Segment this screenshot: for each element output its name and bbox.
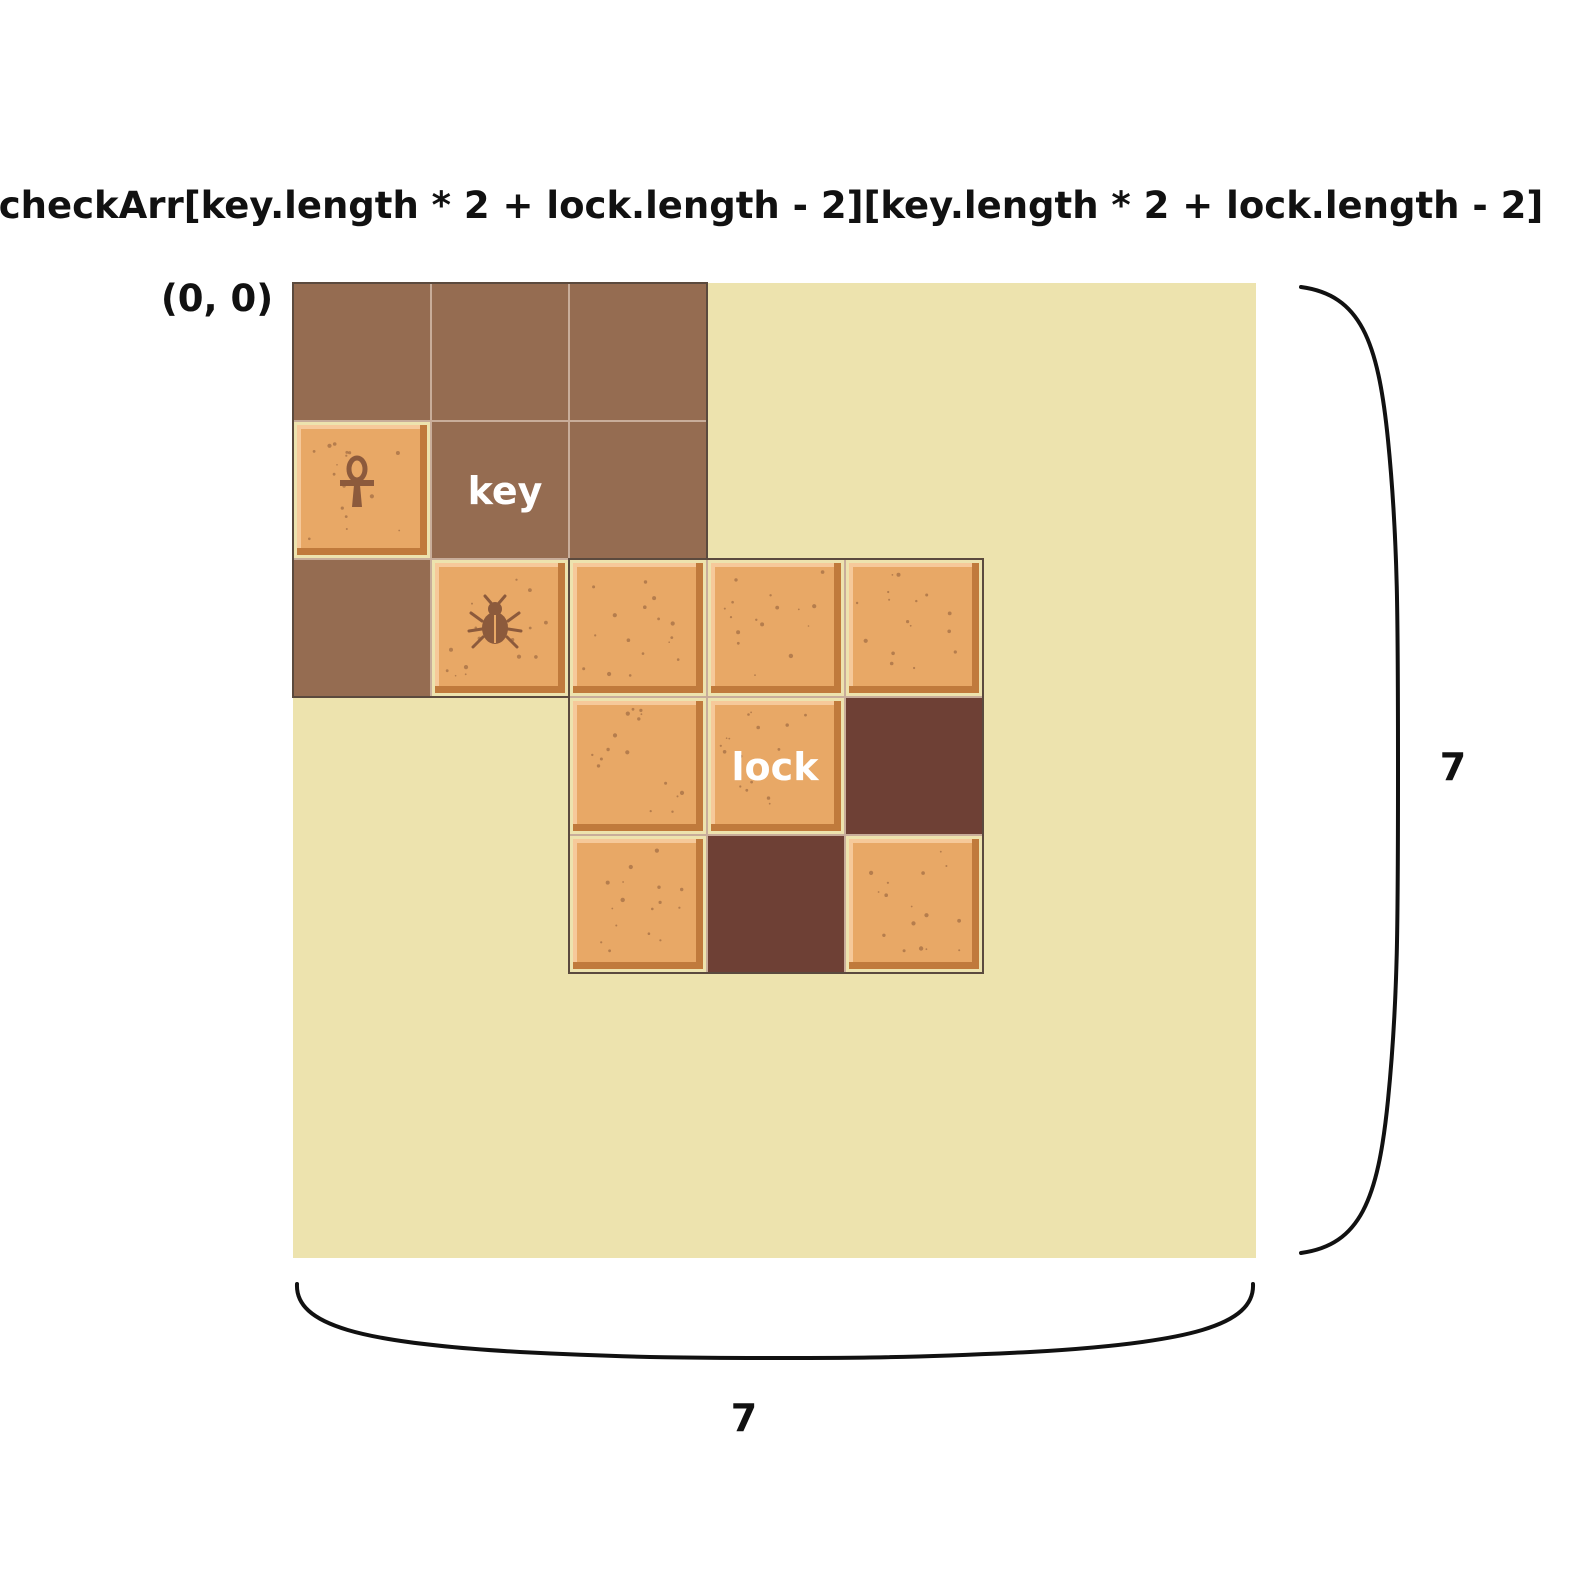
lock-cell-filled	[707, 559, 845, 697]
lock-cell-empty	[707, 835, 845, 973]
height-bracket	[1299, 285, 1400, 1255]
ankh-icon	[340, 455, 374, 507]
key-cell-empty	[293, 559, 431, 697]
stone-tile	[297, 425, 427, 555]
key-cell-empty	[431, 421, 569, 559]
lock-cell-filled	[569, 697, 707, 835]
lock-cell-filled	[845, 835, 983, 973]
lock-cell-empty	[845, 697, 983, 835]
scarab-icon	[467, 594, 523, 649]
lock-matrix	[568, 558, 984, 974]
width-bracket	[294, 1282, 1256, 1360]
stone-tile	[849, 839, 979, 969]
lock-cell-filled	[707, 697, 845, 835]
stone-tile	[711, 701, 841, 831]
lock-cell-filled	[569, 835, 707, 973]
key-cell-empty	[569, 421, 707, 559]
stone-tile	[849, 563, 979, 693]
lock-cell-filled	[569, 559, 707, 697]
key-cell-empty	[569, 283, 707, 421]
lock-label: lock	[732, 745, 820, 789]
stone-tile	[573, 701, 703, 831]
stone-tile	[711, 563, 841, 693]
diagram-title: checkArr[key.length * 2 + lock.length - …	[0, 184, 1543, 227]
origin-label: (0, 0)	[161, 277, 273, 320]
lock-cell-filled	[845, 559, 983, 697]
key-cell-empty	[431, 283, 569, 421]
stone-tile	[573, 839, 703, 969]
width-label: 7	[731, 1396, 757, 1440]
stone-tile	[573, 563, 703, 693]
key-cell-empty	[293, 283, 431, 421]
height-label: 7	[1440, 745, 1466, 789]
key-cell-filled	[293, 421, 431, 559]
key-label: key	[468, 469, 543, 513]
